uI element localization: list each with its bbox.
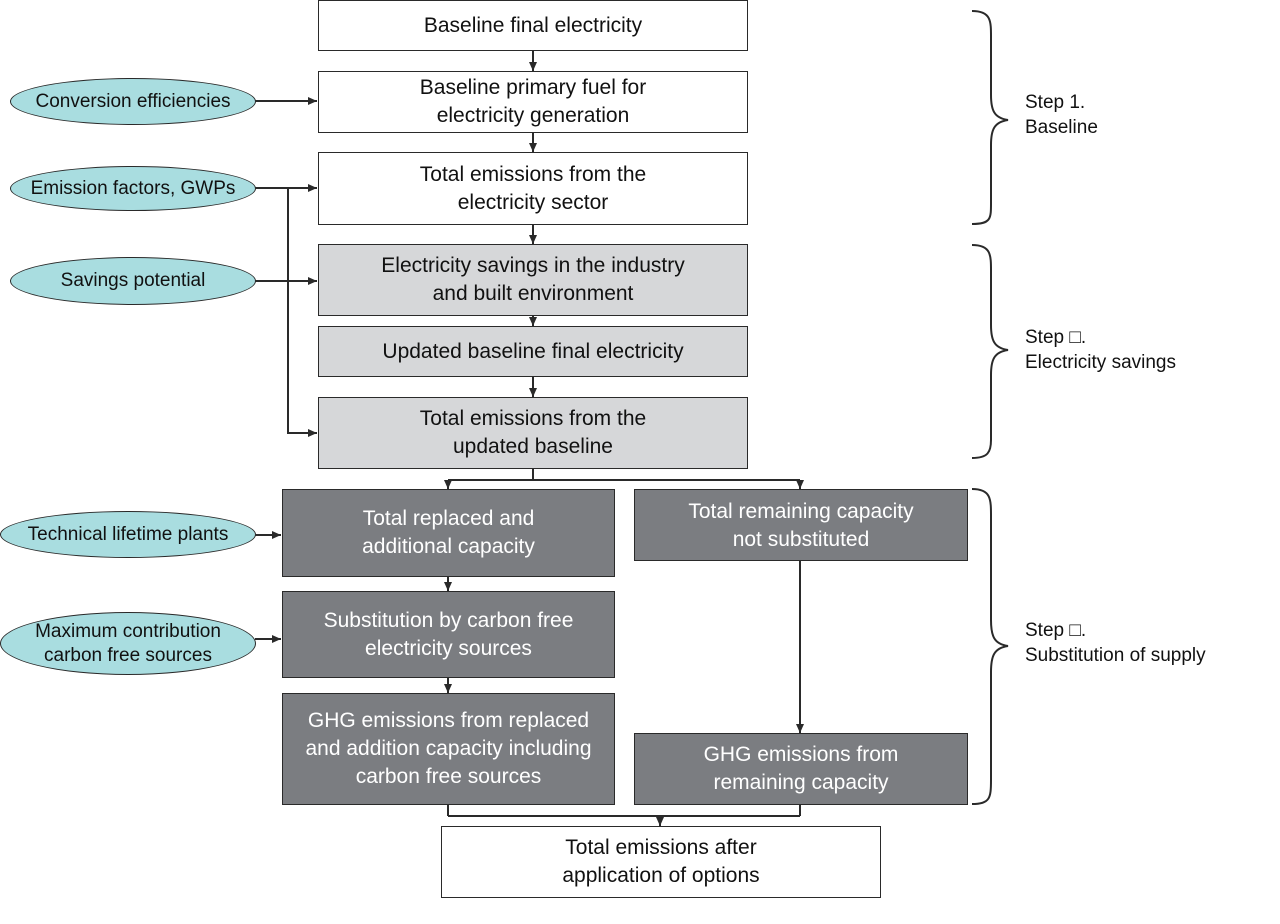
box-ghg-replaced: GHG emissions from replaced and addition… xyxy=(282,693,615,805)
box-label: Baseline final electricity xyxy=(423,13,643,37)
step-title: Step 1. xyxy=(1025,92,1086,113)
oval-label: Technical lifetime plants xyxy=(27,523,229,545)
box-label: Total replaced and additional capacity xyxy=(362,507,535,558)
input-savings-potential: Savings potential xyxy=(10,257,256,305)
box-label: Total emissions from the electricity sec… xyxy=(419,162,647,214)
box-electricity-savings: Electricity savings in the industry and … xyxy=(318,244,748,316)
step-3-label: Step □. Substitution of supply xyxy=(1025,618,1206,668)
step-1-label: Step 1. Baseline xyxy=(1025,90,1098,140)
box-label: Total emissions after application of opt… xyxy=(562,836,760,887)
step-title: Step □. xyxy=(1025,327,1087,348)
brace-step2 xyxy=(971,244,1009,459)
box-updated-baseline: Updated baseline final electricity xyxy=(318,326,748,377)
box-label: GHG emissions from remaining capacity xyxy=(703,743,899,794)
box-total-emissions-after: Total emissions after application of opt… xyxy=(441,826,881,898)
box-label: Updated baseline final electricity xyxy=(382,339,684,363)
box-label: GHG emissions from replaced and addition… xyxy=(305,709,592,788)
step-subtitle: Substitution of supply xyxy=(1025,645,1206,666)
input-conversion-efficiencies: Conversion efficiencies xyxy=(10,78,256,125)
box-label: Electricity savings in the industry and … xyxy=(381,254,685,305)
input-technical-lifetime: Technical lifetime plants xyxy=(0,511,256,558)
step-title: Step □. xyxy=(1025,620,1087,641)
box-total-emissions-updated: Total emissions from the updated baselin… xyxy=(318,397,748,469)
box-total-emissions-sector: Total emissions from the electricity sec… xyxy=(318,152,748,225)
box-label: Baseline primary fuel for electricity ge… xyxy=(419,76,647,127)
oval-label: Emission factors, GWPs xyxy=(30,177,236,199)
box-baseline-final-electricity: Baseline final electricity xyxy=(318,0,748,51)
step-subtitle: Electricity savings xyxy=(1025,352,1176,373)
step-subtitle: Baseline xyxy=(1025,117,1098,138)
input-max-contribution: Maximum contribution carbon free sources xyxy=(0,612,256,675)
box-remaining-capacity: Total remaining capacity not substituted xyxy=(634,489,968,561)
oval-label: Savings potential xyxy=(60,270,206,291)
box-label: Substitution by carbon free electricity … xyxy=(323,608,574,660)
box-baseline-primary-fuel: Baseline primary fuel for electricity ge… xyxy=(318,71,748,133)
brace-step1 xyxy=(971,10,1009,225)
oval-label: Maximum contribution carbon free sources xyxy=(35,620,221,666)
box-substitution: Substitution by carbon free electricity … xyxy=(282,591,615,678)
arrow-emission-factors-branch xyxy=(287,188,317,437)
brace-step3 xyxy=(971,488,1009,805)
box-replaced-additional-capacity: Total replaced and additional capacity xyxy=(282,489,615,577)
box-label: Total remaining capacity not substituted xyxy=(688,500,914,551)
box-label: Total emissions from the updated baselin… xyxy=(419,407,647,458)
box-ghg-remaining: GHG emissions from remaining capacity xyxy=(634,733,968,805)
oval-label: Conversion efficiencies xyxy=(35,90,231,112)
input-emission-factors: Emission factors, GWPs xyxy=(10,166,256,211)
step-2-label: Step □. Electricity savings xyxy=(1025,325,1176,375)
